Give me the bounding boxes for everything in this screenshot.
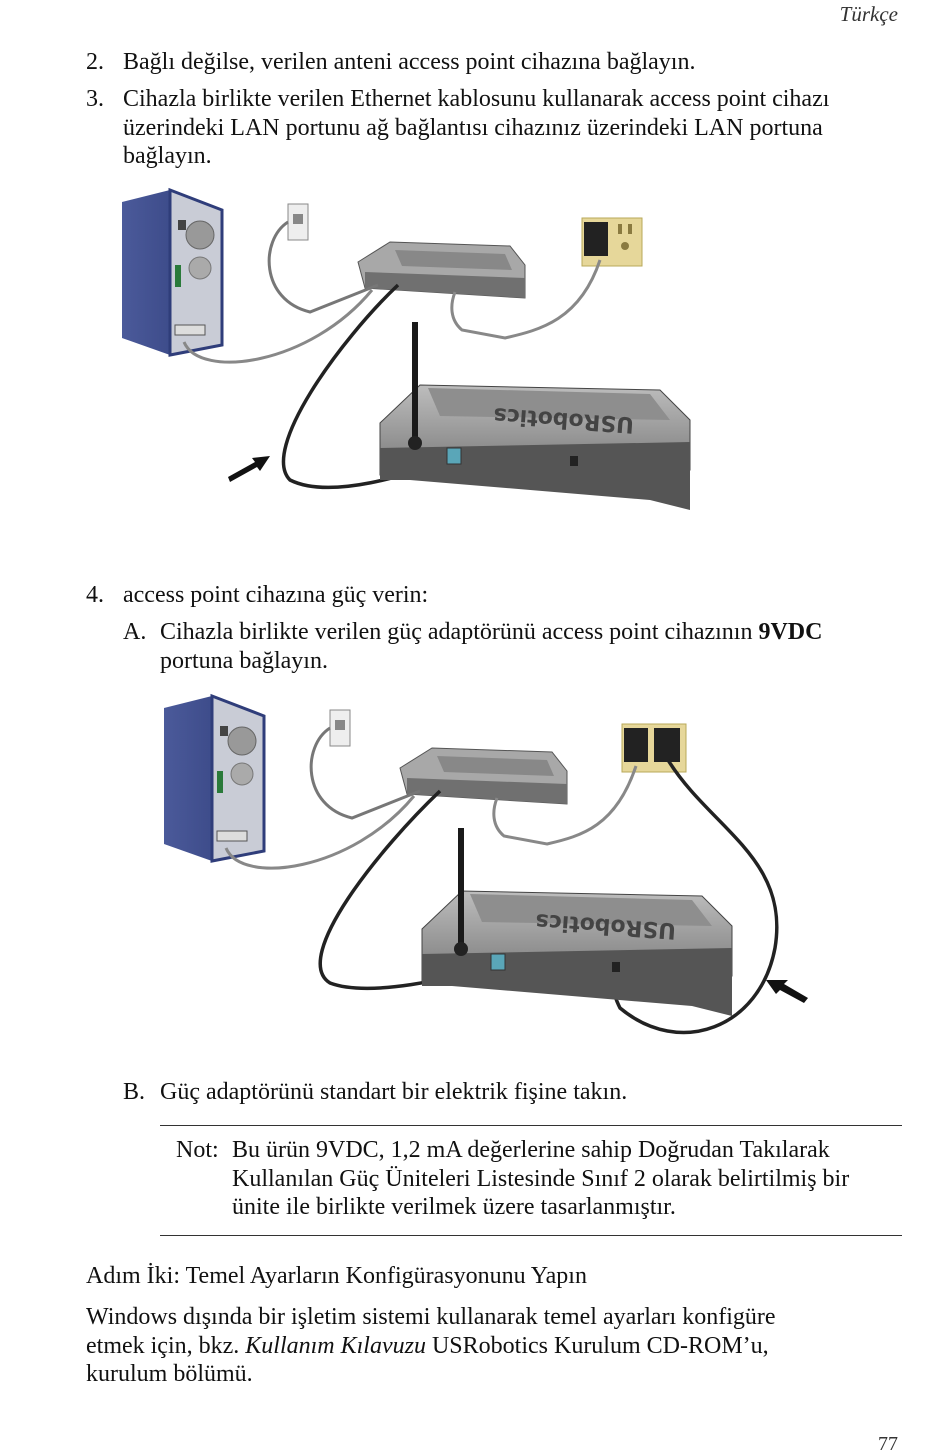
section-line-3: kurulum bölümü.	[86, 1361, 253, 1387]
note-line-2: Kullanılan Güç Üniteleri Listesinde Sını…	[232, 1166, 850, 1192]
access-point-icon: USRobotics	[421, 828, 733, 1016]
step-4-number: 4.	[86, 582, 104, 608]
step-3-number: 3.	[86, 86, 104, 112]
step-4a-line-2: portuna bağlayın.	[160, 648, 328, 674]
wall-jack-icon	[287, 203, 309, 241]
step-4-text: access point cihazına güç verin:	[123, 582, 429, 608]
figure-ethernet-connection: USRobotics	[122, 187, 691, 510]
pc-tower-icon	[122, 187, 224, 357]
modem-icon	[399, 747, 568, 805]
pc-tower-icon	[164, 693, 266, 863]
note-line-3: ünite ile birlikte verilmek üzere tasarl…	[232, 1194, 676, 1220]
step-3-line-3: bağlayın.	[123, 143, 212, 169]
note-line-1: Bu ürün 9VDC, 1,2 mA değerlerine sahip D…	[232, 1137, 830, 1163]
access-point-icon: USRobotics	[379, 322, 691, 510]
step-2-text: Bağlı değilse, verilen anteni access poi…	[123, 49, 696, 75]
page-number: 77	[878, 1433, 898, 1455]
figure-power-connection: USRobotics	[164, 693, 808, 1035]
page-header-language: Türkçe	[839, 2, 898, 26]
arrow-icon	[228, 456, 270, 482]
user-guide-title: Kullanım Kılavuzu	[245, 1333, 426, 1359]
step-3-line-2: üzerindeki LAN portunu ağ bağlantısı cih…	[123, 115, 823, 141]
wall-jack-icon	[329, 709, 351, 747]
section-line-2-post: USRobotics Kurulum CD-ROM’u,	[425, 1333, 769, 1359]
section-heading: Adım İki: Temel Ayarların Konfigürasyonu…	[86, 1263, 587, 1289]
section-line-2: etmek için, bkz. Kullanım Kılavuzu USRob…	[86, 1332, 769, 1361]
step-3-line-1: Cihazla birlikte verilen Ethernet kablos…	[123, 86, 830, 112]
modem-icon	[357, 241, 526, 299]
step-4a-letter: A.	[123, 619, 147, 645]
section-line-1: Windows dışında bir işletim sistemi kull…	[86, 1304, 776, 1330]
note-top-rule	[160, 1125, 902, 1126]
section-line-2-pre: etmek için, bkz.	[86, 1333, 246, 1359]
power-outlet-icon	[581, 217, 643, 267]
arrow-icon	[766, 980, 808, 1003]
step-4a-line-1-text: Cihazla birlikte verilen güç adaptörünü …	[160, 619, 759, 645]
step-4a-port-label: 9VDC	[758, 619, 823, 645]
note-label: Not:	[176, 1137, 219, 1163]
step-2-number: 2.	[86, 49, 104, 75]
power-outlet-icon	[621, 723, 687, 773]
note-bottom-rule	[160, 1235, 902, 1236]
step-4b-letter: B.	[123, 1079, 146, 1105]
step-4a-line-1: Cihazla birlikte verilen güç adaptörünü …	[160, 618, 822, 647]
step-4b-text: Güç adaptörünü standart bir elektrik fiş…	[160, 1079, 628, 1105]
